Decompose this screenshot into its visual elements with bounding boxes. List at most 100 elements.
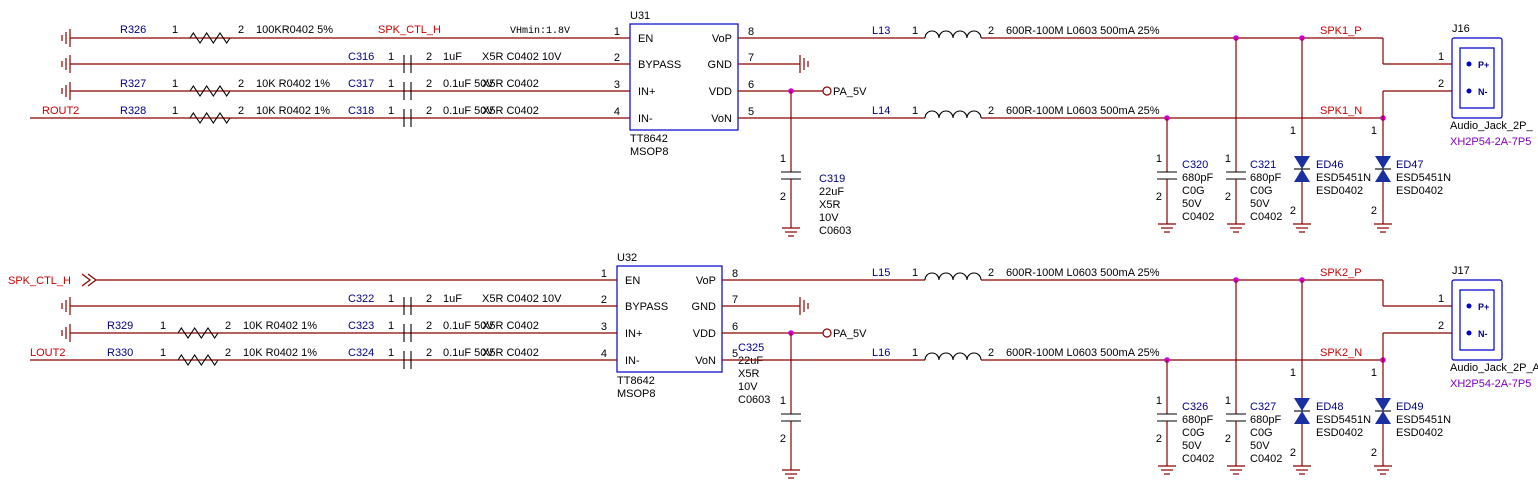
capacitor-value: 50V	[1182, 440, 1202, 452]
capacitor-value: C0402	[1182, 453, 1214, 465]
esd-ref: ED49	[1396, 401, 1424, 413]
inductor-symbol	[924, 110, 982, 119]
esd-part: ESD5451N	[1316, 414, 1371, 426]
pin-dot	[1466, 303, 1472, 309]
power-net-label: PA_5V	[833, 328, 867, 340]
capacitor-value: 50V	[1250, 198, 1270, 210]
inductor-ref: L15	[872, 267, 890, 279]
pin-number: 1	[388, 320, 394, 332]
pin-dot	[1466, 61, 1472, 67]
pin-number: 2	[225, 320, 231, 332]
pin-number: 6	[748, 79, 754, 91]
pin-number: 1	[388, 51, 394, 63]
pin-number: 1	[388, 78, 394, 90]
ic-part: TT8642	[630, 133, 668, 145]
esd-diode-icon	[1375, 411, 1391, 424]
pin-number: 2	[1438, 320, 1444, 332]
pin-number: 1	[160, 320, 166, 332]
pin-number: 1	[912, 267, 918, 279]
pin-number: 1	[388, 293, 394, 305]
capacitor-value: 10V	[738, 381, 758, 393]
capacitor-ref: C318	[348, 105, 374, 117]
capacitor-ref: C316	[348, 51, 374, 63]
ic-package: MSOP8	[630, 146, 669, 158]
power-net-label: PA_5V	[833, 86, 867, 98]
pin-number: 2	[426, 78, 432, 90]
pin-number: 1	[1438, 51, 1444, 63]
resistor-value: 10K R0402 1%	[256, 78, 330, 90]
pin-number: 5	[748, 106, 754, 118]
capacitor-value: 50V	[1182, 198, 1202, 210]
resistor-value: 10K R0402 1%	[243, 320, 317, 332]
pin-number: 2	[988, 347, 994, 359]
jack-inner	[1459, 47, 1495, 109]
net-label: SPK1_N	[1320, 105, 1362, 117]
pin-number: 2	[426, 105, 432, 117]
ic-package: MSOP8	[617, 388, 656, 400]
net-label: SPK1_P	[1320, 25, 1362, 37]
pin-number: 2	[988, 267, 994, 279]
jack-ref: J17	[1452, 265, 1470, 277]
pin-number: 2	[426, 347, 432, 359]
inductor-symbol	[924, 30, 982, 39]
pin-number: 1	[388, 105, 394, 117]
resistor-symbol	[189, 112, 231, 124]
pin-number: 1	[160, 347, 166, 359]
jack-pin-label: P+	[1478, 60, 1489, 70]
pin-name: EN	[625, 275, 640, 287]
pin-name: GND	[692, 301, 717, 313]
inductor-value: 600R-100M L0603 500mA 25%	[1006, 105, 1160, 117]
capacitor-value: X5R	[819, 199, 840, 211]
pin-number: 2	[1156, 191, 1162, 203]
pin-number: 7	[748, 52, 754, 64]
esd-diode-icon	[1294, 156, 1310, 169]
pin-name: IN-	[638, 113, 653, 125]
capacitor-value: 0.1uF 50V	[443, 347, 494, 359]
pin-number: 1	[1290, 367, 1296, 379]
esd-ref: ED46	[1316, 159, 1344, 171]
amplifier-u31: U31TT8642MSOP8EN1BYPASS2IN+3IN-4VoP8GND7…	[30, 10, 1533, 237]
capacitor-value: X5R	[738, 368, 759, 380]
pin-number: 1	[780, 153, 786, 165]
resistor-value: 10K R0402 1%	[256, 105, 330, 117]
esd-package: ESD0402	[1316, 185, 1363, 197]
capacitor-ref: C319	[819, 173, 845, 185]
esd-diode-icon	[1294, 169, 1310, 182]
pin-number: 7	[732, 294, 738, 306]
esd-ref: ED47	[1396, 159, 1424, 171]
esd-diode-icon	[1375, 169, 1391, 182]
pin-number: 1	[1371, 125, 1377, 137]
pin-number: 1	[1225, 395, 1231, 407]
pin-number: 1	[1290, 125, 1296, 137]
pin-name: IN+	[638, 86, 655, 98]
esd-package: ESD0402	[1396, 185, 1443, 197]
resistor-ref: R328	[120, 105, 146, 117]
capacitor-value: 22uF	[738, 355, 763, 367]
esd-part: ESD5451N	[1316, 172, 1371, 184]
esd-diode-icon	[1294, 398, 1310, 411]
inductor-ref: L14	[872, 105, 890, 117]
pin-name: IN+	[625, 328, 642, 340]
capacitor-ref: C317	[348, 78, 374, 90]
pin-number: 2	[780, 433, 786, 445]
jack-footprint: XH2P54-2A-7P5	[1450, 378, 1531, 390]
capacitor-value: C0402	[1182, 211, 1214, 223]
pin-number: 1	[1225, 153, 1231, 165]
capacitor-value: C0603	[819, 225, 851, 237]
jack-footprint: XH2P54-2A-7P5	[1450, 136, 1531, 148]
ic-body	[629, 23, 739, 131]
pin-name: VDD	[709, 86, 732, 98]
capacitor-ref: C323	[348, 320, 374, 332]
resistor-symbol	[189, 32, 231, 44]
capacitor-value: 22uF	[819, 186, 844, 198]
ic-part: TT8642	[617, 375, 655, 387]
resistor-ref: R326	[120, 24, 146, 36]
capacitor-value: 1uF	[443, 51, 462, 63]
pin-dot	[1466, 88, 1472, 94]
capacitor-value: 680pF	[1250, 414, 1281, 426]
pin-name: BYPASS	[638, 59, 681, 71]
capacitor-ref: C324	[348, 347, 374, 359]
ic-body	[616, 265, 723, 373]
